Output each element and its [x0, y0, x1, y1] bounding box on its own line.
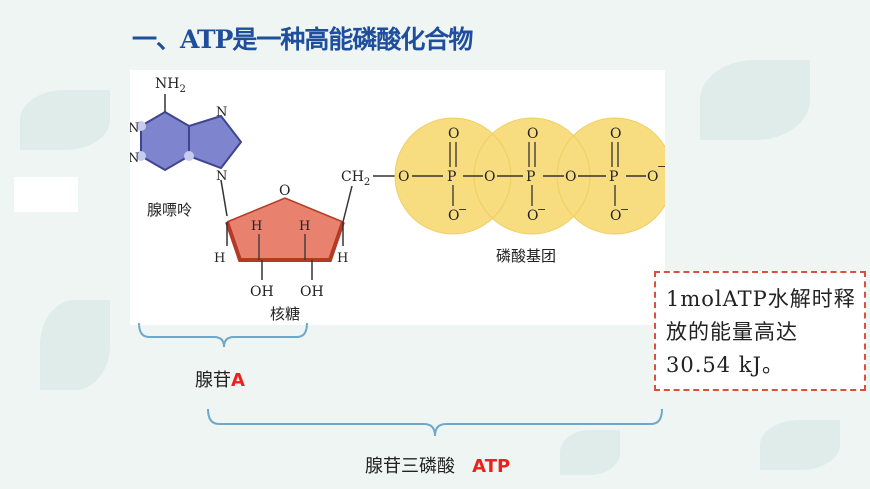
atp-label: 腺苷三磷酸 ATP — [365, 452, 510, 478]
ring-oxygen-label: O — [279, 183, 290, 199]
phosphorus-label: P — [609, 169, 618, 185]
oxygen-label: O — [527, 126, 538, 142]
ribose-ring — [227, 198, 343, 260]
phosphorus-label: P — [447, 169, 456, 185]
negative-charge: − — [620, 203, 629, 216]
leaf-decoration — [760, 420, 840, 470]
adenine-group: NH2 N N N N 腺嘌呤 — [130, 76, 243, 219]
ribose-ring-back — [226, 197, 344, 223]
atom-highlight — [184, 151, 194, 161]
hydrogen-label: H — [251, 219, 262, 234]
oxygen-label: O — [610, 126, 621, 142]
c5-bond — [342, 185, 353, 223]
adenine-five-ring — [188, 114, 243, 170]
oxygen-label: O — [610, 208, 621, 224]
leaf-decoration — [700, 60, 810, 140]
phosphate-ball — [557, 118, 665, 234]
hydrogen-label: H — [337, 251, 348, 266]
atom-highlight — [136, 121, 146, 131]
nitrogen-label: N — [216, 169, 227, 184]
atom-highlight — [136, 151, 146, 161]
oxygen-label: O — [484, 169, 495, 185]
phosphate-group: O P O P O P O − O O O O − O − O − 磷酸基团 — [394, 117, 665, 265]
hydroxyl-label: OH — [250, 284, 274, 300]
hydrogen-label: H — [299, 219, 310, 234]
ribose-group: O H H H H OH OH 核糖 CH2 — [214, 169, 398, 323]
nitrogen-label: N — [216, 105, 227, 120]
slide-title: 一、ATP是一种高能磷酸化合物 — [132, 25, 473, 54]
energy-note: 1molATP水解时释放的能量高达30.54 kJ。 — [654, 271, 866, 391]
oxygen-label: O — [448, 126, 459, 142]
adenine-name: 腺嘌呤 — [147, 201, 192, 219]
leaf-decoration — [40, 300, 110, 390]
oxygen-label: O — [565, 169, 576, 185]
oxygen-label: O — [647, 169, 658, 185]
hydrogen-label: H — [214, 251, 225, 266]
nitrogen-label: N — [130, 151, 139, 166]
adenosine-letter: A — [231, 370, 245, 391]
atp-structure-diagram: NH2 N N N N 腺嘌呤 O H H H H OH OH — [130, 76, 665, 323]
phosphate-name: 磷酸基团 — [496, 247, 556, 265]
ch2-label: CH2 — [341, 169, 370, 188]
oxygen-label: O — [448, 208, 459, 224]
oxygen-label: O — [398, 169, 409, 185]
negative-charge: − — [537, 203, 546, 216]
glycosidic-bond — [220, 179, 228, 217]
nitrogen-label: N — [130, 121, 139, 136]
leaf-decoration — [20, 90, 110, 150]
adenosine-text: 腺苷 — [195, 370, 231, 391]
amine-label: NH2 — [155, 76, 186, 95]
negative-charge: − — [657, 160, 665, 173]
negative-charge: − — [458, 203, 467, 216]
ribose-name: 核糖 — [270, 305, 300, 323]
hydroxyl-label: OH — [300, 284, 324, 300]
adenosine-bracket — [138, 322, 308, 348]
adenosine-label: 腺苷A — [195, 366, 245, 392]
adenine-six-ring — [140, 110, 190, 172]
leaf-decoration — [560, 430, 620, 475]
atp-structure-figure: NH2 N N N N 腺嘌呤 O H H H H OH OH — [130, 70, 665, 325]
phosphorus-label: P — [526, 169, 535, 185]
blank-panel — [14, 177, 78, 212]
atp-text: 腺苷三磷酸 — [365, 456, 455, 477]
oxygen-label: O — [527, 208, 538, 224]
atp-abbr: ATP — [472, 456, 511, 477]
ribose-ring-edge — [225, 221, 345, 262]
